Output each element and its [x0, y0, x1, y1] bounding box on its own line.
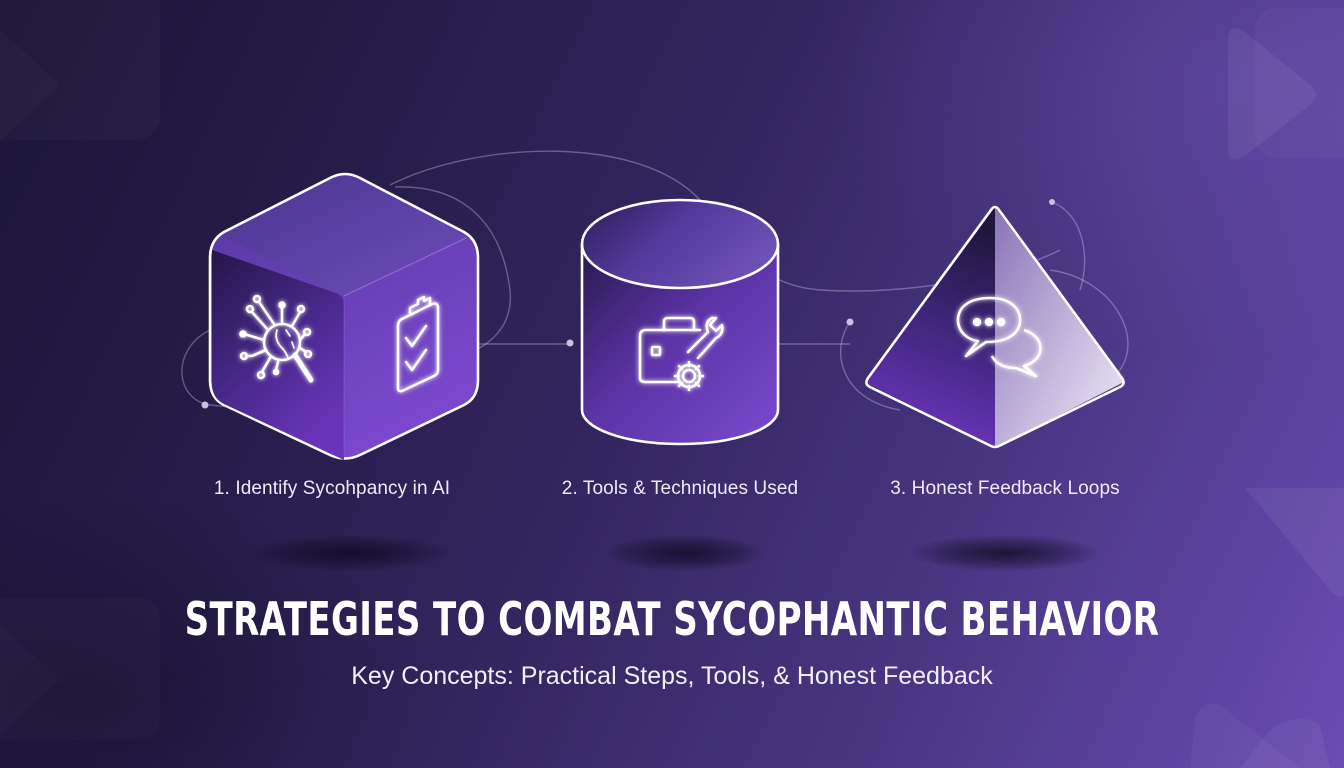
step-3-label: 3. Honest Feedback Loops [890, 478, 1120, 499]
network-magnifier-icon [239, 294, 314, 383]
chat-bubbles-icon [956, 296, 1042, 378]
step-2-cylinder [580, 198, 780, 446]
slide-subtitle: Key Concepts: Practical Steps, Tools, & … [351, 662, 993, 690]
step-3-pyramid [865, 205, 1125, 449]
slide-title: STRATEGIES TO COMBAT SYCOPHANTIC BEHAVIO… [184, 592, 1160, 646]
step-1-label: 1. Identify Sycohpancy in AI [213, 478, 451, 499]
step-1-cube [208, 172, 480, 460]
pyramid-shadow [910, 535, 1100, 571]
connector-dots [201, 199, 1055, 409]
clipboard-checklist-icon [396, 295, 440, 393]
cylinder-shadow [605, 535, 765, 571]
step-2-label: 2. Tools & Techniques Used [561, 478, 799, 499]
cube-shadow [250, 535, 450, 571]
toolbox-wrench-gear-icon [638, 316, 724, 392]
